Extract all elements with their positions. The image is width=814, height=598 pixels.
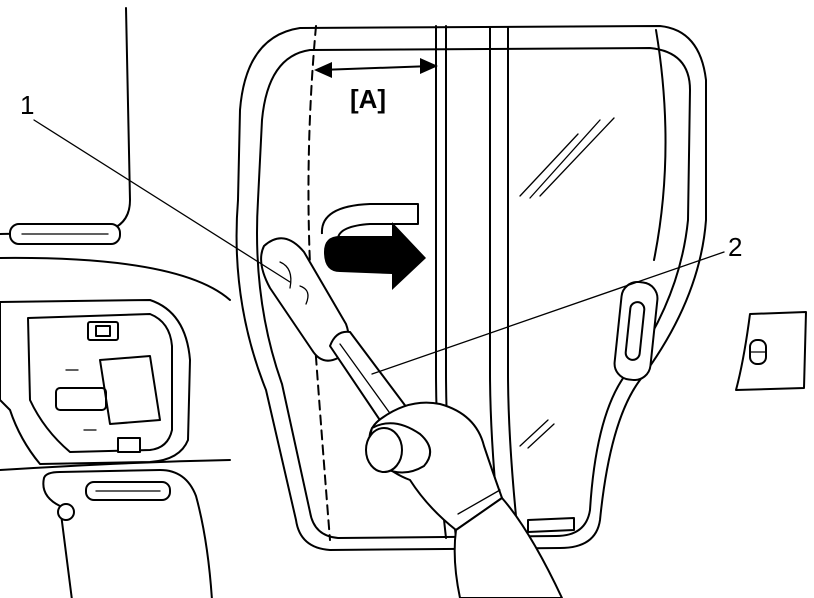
right-switch-panel bbox=[735, 311, 807, 391]
gloved-hand bbox=[365, 401, 563, 598]
console-small-switch bbox=[117, 437, 141, 453]
dimension-label: [A] bbox=[350, 84, 386, 114]
callout-1: 1 bbox=[20, 90, 291, 283]
headliner-panel bbox=[0, 7, 231, 301]
grab-handle bbox=[9, 223, 121, 245]
callout-label-2: 2 bbox=[728, 232, 742, 262]
sun-visor bbox=[42, 469, 213, 598]
callout-label-1: 1 bbox=[20, 90, 34, 120]
wipe-direction-arrow bbox=[320, 203, 426, 290]
overhead-console bbox=[0, 299, 231, 471]
map-light-switch bbox=[87, 321, 119, 341]
frame-handle bbox=[613, 280, 659, 382]
dimension-a: [A] bbox=[314, 58, 438, 114]
callout-2: 2 bbox=[371, 232, 742, 375]
sunroof-opening bbox=[235, 25, 707, 551]
console-button bbox=[55, 387, 107, 411]
cleaning-area-boundary bbox=[307, 25, 331, 541]
